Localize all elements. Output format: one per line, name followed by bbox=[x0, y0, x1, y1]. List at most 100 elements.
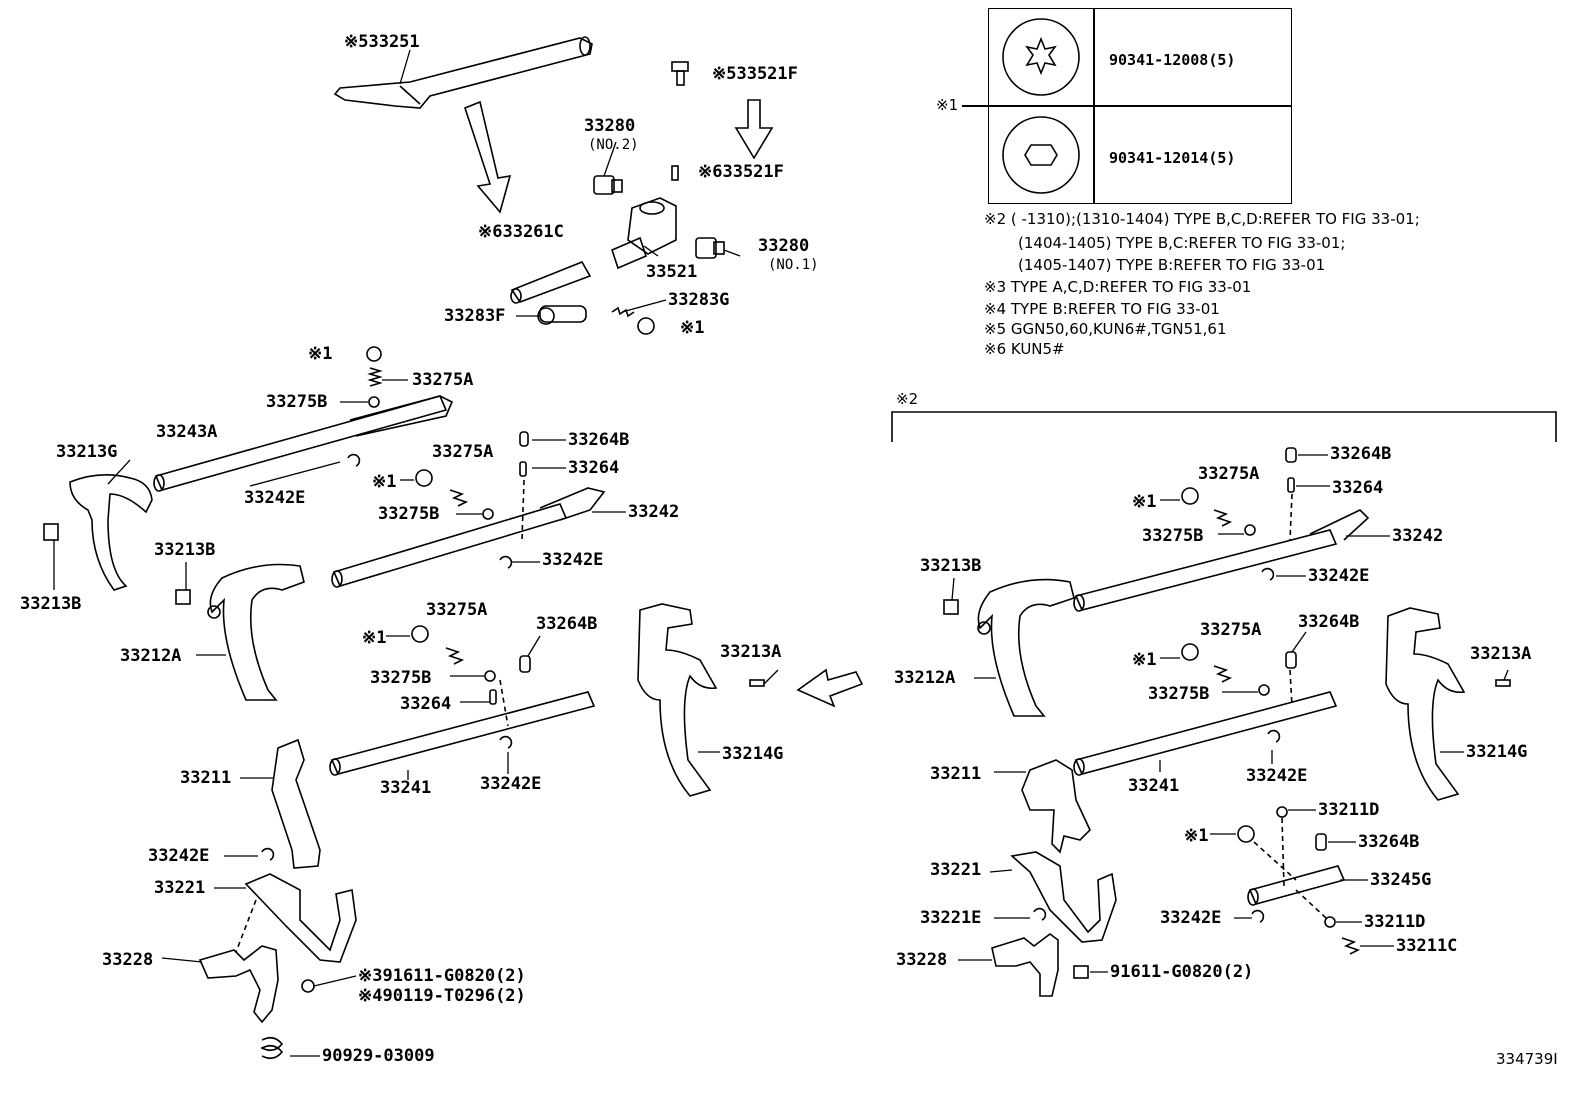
shift-fork-part bbox=[977, 578, 1075, 717]
part-label[interactable]: ※1 bbox=[1184, 826, 1209, 846]
part-label[interactable]: 33264B bbox=[1330, 444, 1392, 464]
part-label[interactable]: ※533521F bbox=[712, 64, 798, 84]
pin-part bbox=[1495, 679, 1511, 687]
part-label[interactable]: 33211D bbox=[1364, 912, 1426, 932]
part-label[interactable]: 33211C bbox=[1396, 936, 1458, 956]
part-label[interactable]: 33275A bbox=[432, 442, 494, 462]
part-label[interactable]: 33264 bbox=[400, 694, 452, 714]
part-label[interactable]: 33280 bbox=[584, 116, 636, 136]
part-label[interactable]: ※1 bbox=[372, 472, 397, 492]
part-label[interactable]: 33242E bbox=[148, 846, 210, 866]
part-label[interactable]: 33275B bbox=[370, 668, 432, 688]
part-label[interactable]: ※490119-T0296(2) bbox=[358, 986, 526, 1006]
hex-bolt-icon bbox=[1002, 116, 1080, 194]
part-label[interactable]: ※1 bbox=[1132, 492, 1157, 512]
shift-lever-shaft-part bbox=[333, 36, 593, 109]
part-label[interactable]: 91611-G0820(2) bbox=[1110, 962, 1254, 982]
part-label[interactable]: ※1 bbox=[308, 344, 333, 364]
part-label[interactable]: 33283G bbox=[668, 290, 730, 310]
part-label[interactable]: 33213B bbox=[920, 556, 982, 576]
part-label[interactable]: 33213B bbox=[20, 594, 82, 614]
part-label[interactable]: 33242E bbox=[542, 550, 604, 570]
note-line: ※5 GGN50,60,KUN6#,TGN51,61 bbox=[984, 320, 1227, 338]
part-label[interactable]: 33213A bbox=[1470, 644, 1532, 664]
part-label[interactable]: 33228 bbox=[896, 950, 948, 970]
part-label[interactable]: ※533251 bbox=[344, 32, 420, 52]
bolt-part bbox=[1237, 825, 1255, 843]
part-label[interactable]: 33275A bbox=[412, 370, 474, 390]
part-label[interactable]: 33280 bbox=[758, 236, 810, 256]
part-label[interactable]: 33214G bbox=[722, 744, 784, 764]
part-label[interactable]: ※633261C bbox=[478, 222, 564, 242]
shift-shaft-part bbox=[1073, 691, 1338, 776]
part-label[interactable]: 33211 bbox=[180, 768, 232, 788]
part-label[interactable]: 33275B bbox=[1148, 684, 1210, 704]
part-label[interactable]: 33275B bbox=[378, 504, 440, 524]
part-label[interactable]: 33228 bbox=[102, 950, 154, 970]
pin-part bbox=[519, 655, 531, 673]
clip-part bbox=[261, 847, 275, 861]
selector-shaft-part bbox=[1247, 865, 1346, 906]
part-label[interactable]: 33275B bbox=[1142, 526, 1204, 546]
clip-part bbox=[347, 453, 361, 467]
part-label[interactable]: 33221 bbox=[154, 878, 206, 898]
part-label[interactable]: 33521 bbox=[646, 262, 698, 282]
part-label[interactable]: ※1 bbox=[680, 318, 705, 338]
part-label[interactable]: 33242E bbox=[480, 774, 542, 794]
shift-shaft-part bbox=[331, 487, 606, 588]
ball-part bbox=[1258, 684, 1270, 696]
part-label[interactable]: 33242E bbox=[1246, 766, 1308, 786]
ball-part bbox=[1276, 806, 1288, 818]
part-label[interactable]: 33213G bbox=[56, 442, 118, 462]
pin-part bbox=[519, 431, 529, 447]
part-label[interactable]: 33242E bbox=[1308, 566, 1370, 586]
part-label[interactable]: 33212A bbox=[894, 668, 956, 688]
direction-arrow bbox=[734, 99, 774, 160]
part-label[interactable]: ※633521F bbox=[698, 162, 784, 182]
part-label[interactable]: 33242 bbox=[1392, 526, 1444, 546]
part-label[interactable]: 33264B bbox=[1298, 612, 1360, 632]
part-label[interactable]: 33275A bbox=[1198, 464, 1260, 484]
part-label[interactable]: 33264 bbox=[568, 458, 620, 478]
part-label[interactable]: 33221E bbox=[920, 908, 982, 928]
part-label[interactable]: 33275A bbox=[426, 600, 488, 620]
part-label[interactable]: 33211D bbox=[1318, 800, 1380, 820]
part-label[interactable]: 33242E bbox=[244, 488, 306, 508]
part-label[interactable]: 33241 bbox=[380, 778, 432, 798]
part-label[interactable]: 33211 bbox=[930, 764, 982, 784]
part-label[interactable]: 33213B bbox=[154, 540, 216, 560]
part-label[interactable]: 33264 bbox=[1332, 478, 1384, 498]
note-line: ※6 KUN5# bbox=[984, 340, 1065, 358]
part-label[interactable]: 33264B bbox=[568, 430, 630, 450]
part-label[interactable]: 33241 bbox=[1128, 776, 1180, 796]
spring-part bbox=[1213, 509, 1233, 527]
part-label[interactable]: ※391611-G0820(2) bbox=[358, 966, 526, 986]
bolt-part bbox=[301, 979, 315, 993]
part-label[interactable]: 33214G bbox=[1466, 742, 1528, 762]
part-label[interactable]: 33242E bbox=[1160, 908, 1222, 928]
part-label[interactable]: 33213A bbox=[720, 642, 782, 662]
part-label[interactable]: 33245G bbox=[1370, 870, 1432, 890]
ball-part bbox=[484, 670, 496, 682]
part-label[interactable]: 33212A bbox=[120, 646, 182, 666]
part-label[interactable]: 33243A bbox=[156, 422, 218, 442]
pin-part bbox=[519, 461, 527, 477]
part-label[interactable]: 33221 bbox=[930, 860, 982, 880]
part-label[interactable]: 33283F bbox=[444, 306, 506, 326]
clip-part bbox=[1267, 729, 1281, 743]
part-label[interactable]: 90929-03009 bbox=[322, 1046, 435, 1066]
part-label[interactable]: ※1 bbox=[1132, 650, 1157, 670]
part-label[interactable]: 33264B bbox=[1358, 832, 1420, 852]
part-label[interactable]: ※1 bbox=[362, 628, 387, 648]
pin-part bbox=[749, 679, 765, 687]
pin-part bbox=[1287, 477, 1295, 493]
part-label[interactable]: 33264B bbox=[536, 614, 598, 634]
bolt-part bbox=[637, 317, 655, 335]
part-label[interactable]: 33275B bbox=[266, 392, 328, 412]
part-label[interactable]: 33275A bbox=[1200, 620, 1262, 640]
bolt-part bbox=[43, 523, 59, 541]
shift-fork-part bbox=[69, 474, 153, 591]
part-label[interactable]: 33242 bbox=[628, 502, 680, 522]
shift-lever-part bbox=[1010, 851, 1117, 943]
ball-part bbox=[482, 508, 494, 520]
